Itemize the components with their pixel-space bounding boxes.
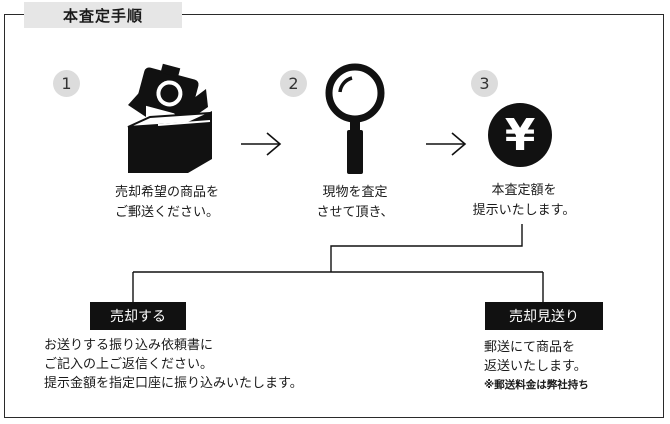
magnifier-icon [325, 63, 385, 174]
yen-circle-icon: ¥ [488, 103, 552, 167]
step-2-line-2: させて頂き、 [316, 205, 394, 220]
step-3-line-1: 本査定額を [491, 183, 557, 198]
return-line-2: 返送いたします。 [484, 359, 587, 374]
sell-line-1: お送りする振り込み依頼書に [44, 338, 214, 353]
step-3-text: 本査定額を 提示いたします。 [446, 181, 602, 221]
return-note: ※郵送料金は弊社持ち [484, 379, 589, 391]
step-1-text: 売却希望の商品を ご郵送ください。 [72, 183, 262, 223]
frame-border [4, 14, 664, 418]
step-1-line-1: 売却希望の商品を [114, 185, 219, 200]
step-3-number: 3 [471, 70, 498, 97]
step-2-number: 2 [280, 70, 307, 97]
return-line-1: 郵送にて商品を [484, 340, 576, 355]
step-2-text: 現物を査定 させて頂き、 [280, 183, 430, 223]
svg-text:¥: ¥ [505, 110, 536, 161]
section-title: 本査定手順 [24, 2, 182, 28]
return-description: 郵送にて商品を 返送いたします。 ※郵送料金は弊社持ち [484, 338, 589, 395]
sell-line-2: ご記入の上ご返信ください。 [44, 357, 214, 372]
camera-box-icon [127, 63, 212, 173]
return-label: 売却見送り [485, 302, 603, 330]
step-1-line-2: ご郵送ください。 [114, 205, 219, 220]
sell-label: 売却する [90, 302, 186, 330]
arrow-right-icon [426, 132, 467, 156]
step-1-number: 1 [53, 70, 80, 97]
step-2-line-1: 現物を査定 [322, 185, 388, 200]
sell-line-3: 提示金額を指定口座に振り込みいたします。 [44, 376, 303, 391]
arrow-right-icon [241, 132, 282, 156]
sell-description: お送りする振り込み依頼書に ご記入の上ご返信ください。 提示金額を指定口座に振り… [44, 336, 303, 393]
step-3-line-2: 提示いたします。 [472, 203, 576, 218]
